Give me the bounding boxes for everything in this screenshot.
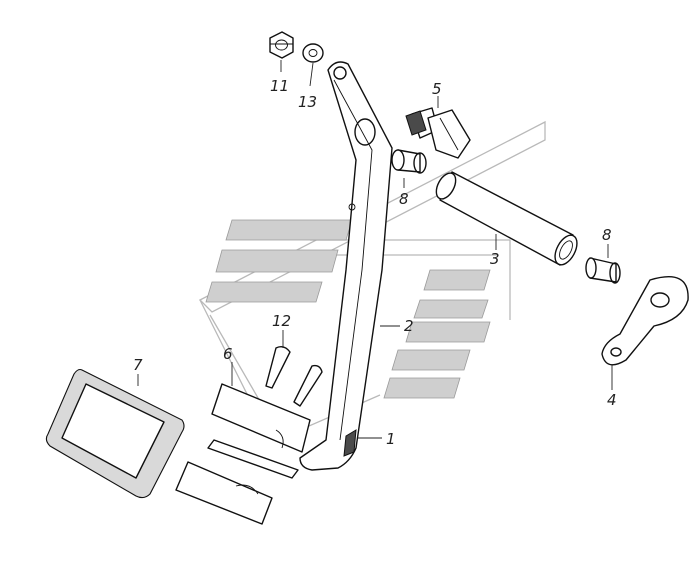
bolt-part-5 — [405, 107, 471, 159]
label-8b: 8 — [602, 226, 612, 244]
leader-lines — [137, 60, 613, 439]
washer-part-13 — [302, 43, 324, 63]
pad-plate-part-6 — [207, 383, 311, 479]
rubber-pad-part-7 — [45, 368, 185, 499]
axle-tube-part-3 — [435, 171, 578, 266]
label-11: 11 — [270, 77, 289, 95]
watermark-logo — [198, 120, 546, 431]
label-13: 13 — [298, 93, 317, 111]
link-plate-part-4 — [601, 276, 689, 366]
label-12: 12 — [272, 312, 291, 330]
bushing-part-8-upper — [391, 149, 427, 174]
rivets-part-12 — [265, 345, 323, 407]
nut-part-11 — [269, 31, 294, 59]
label-2: 2 — [404, 317, 414, 335]
label-8a: 8 — [399, 190, 409, 208]
label-6: 6 — [223, 345, 233, 363]
label-3: 3 — [490, 250, 500, 268]
label-5: 5 — [432, 80, 442, 98]
label-1: 1 — [386, 430, 396, 448]
label-4: 4 — [607, 391, 617, 409]
label-7: 7 — [133, 356, 143, 374]
lower-pad-plate — [175, 461, 273, 525]
pedal-lever-part-1 — [299, 61, 393, 471]
bushing-part-8-lower — [585, 257, 621, 284]
